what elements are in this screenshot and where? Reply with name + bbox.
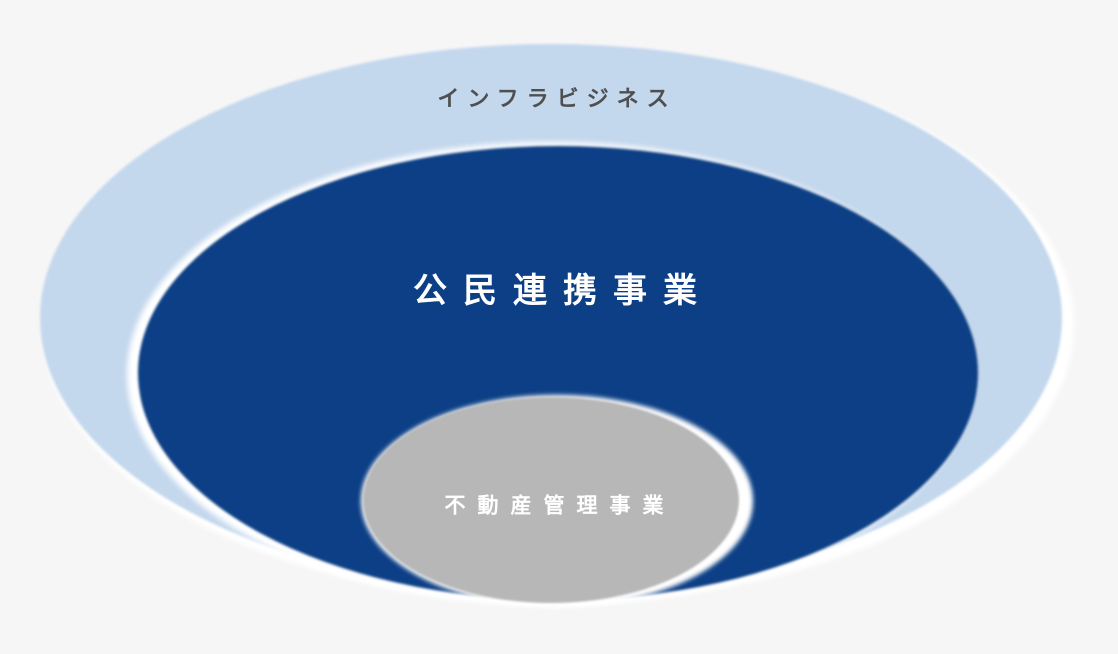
inner-ellipse-real-estate-management xyxy=(363,397,739,603)
public-private-partnership-label: 公民連携事業 xyxy=(413,272,713,310)
real-estate-management-label: 不動産管理事業 xyxy=(444,494,676,518)
infrastructure-business-label: インフラビジネス xyxy=(437,86,677,111)
